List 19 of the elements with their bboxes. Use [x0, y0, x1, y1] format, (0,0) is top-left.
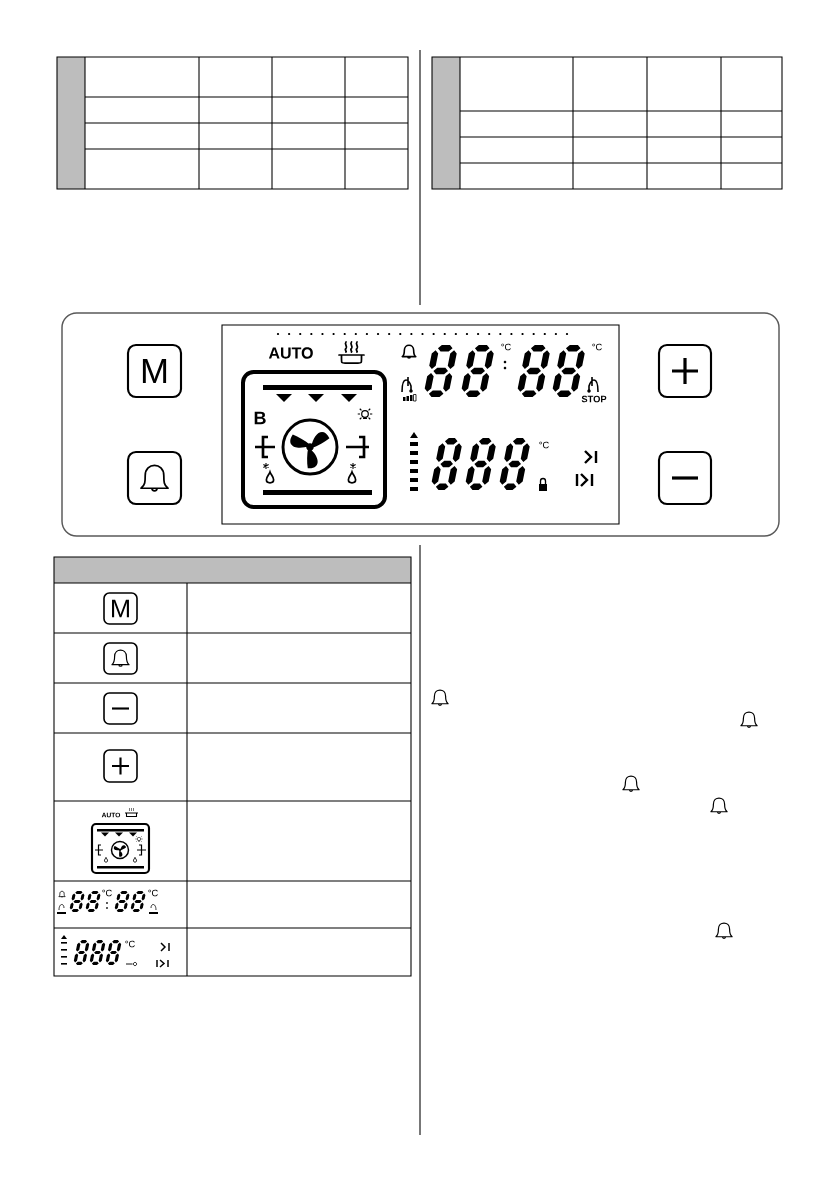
menu-button: M: [126, 343, 183, 399]
control-panel: [61, 312, 780, 537]
celsius-symbol: °C: [592, 343, 602, 351]
plus-button: [657, 343, 713, 399]
celsius-symbol: °C: [125, 940, 135, 948]
bell-button: [103, 642, 138, 675]
auto-label: AUTO: [268, 347, 313, 359]
celsius-symbol: °C: [148, 889, 158, 897]
minus-button: [657, 450, 713, 506]
celsius-symbol: °C: [501, 343, 511, 351]
oven-mode-box: B: [241, 370, 387, 509]
menu-button: M: [103, 592, 138, 625]
bell-button: [126, 450, 183, 506]
celsius-symbol: °C: [102, 889, 112, 897]
oven-mode-box: [90, 822, 151, 875]
minus-button: [103, 692, 138, 725]
plus-button: [103, 749, 138, 783]
stop-label: STOP: [581, 395, 607, 403]
celsius-symbol: °C: [539, 441, 549, 449]
